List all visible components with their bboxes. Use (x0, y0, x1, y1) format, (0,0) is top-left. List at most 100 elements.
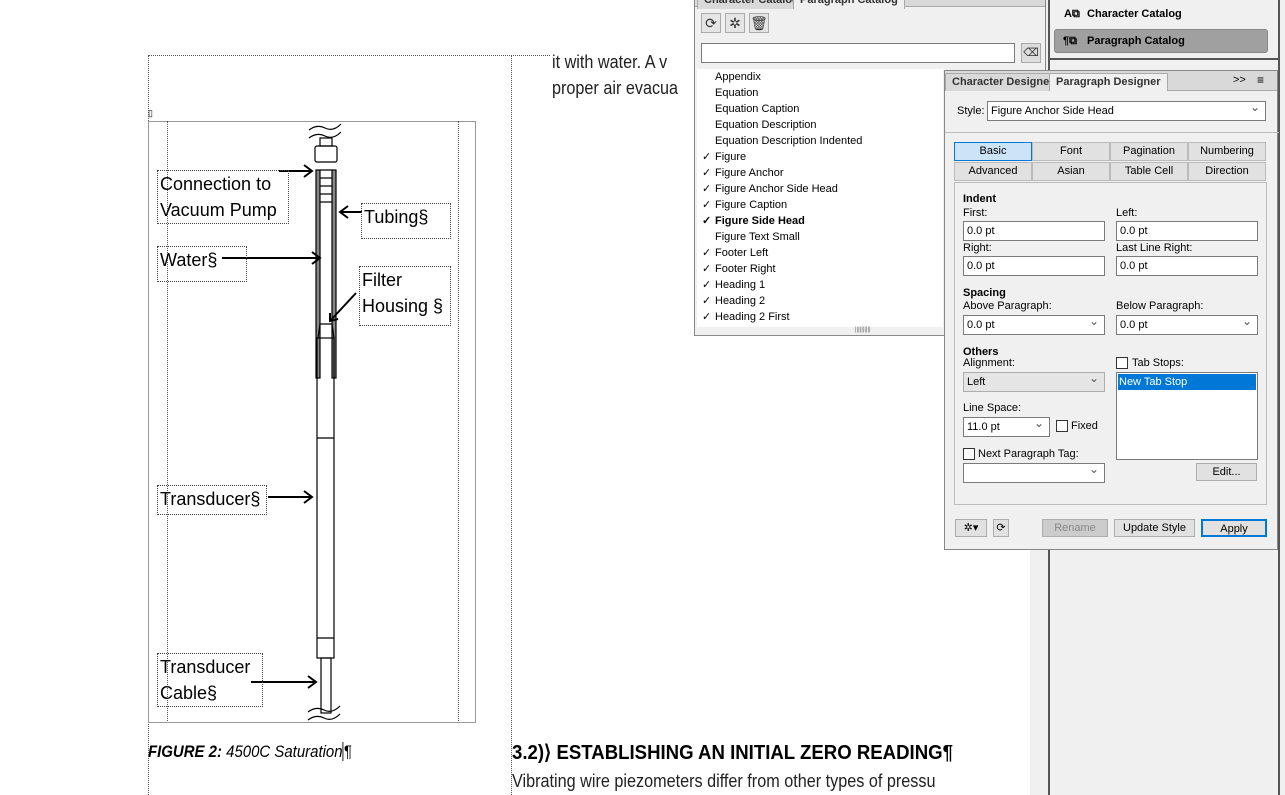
subtab-basic[interactable]: Basic (954, 142, 1032, 161)
line-space-select[interactable]: 11.0 pt (963, 416, 1050, 437)
paragraph-tag-item[interactable]: ✓Heading 2 First (697, 309, 943, 325)
next-paragraph-tag-checkbox[interactable] (963, 448, 975, 460)
edit-tab-stops-button[interactable]: Edit... (1196, 463, 1257, 481)
basic-properties-group (954, 182, 1267, 505)
check-icon: ✓ (702, 263, 712, 275)
section-heading[interactable]: 3.2)⟩ ESTABLISHING AN INITIAL ZERO READI… (512, 742, 953, 764)
section-body-text[interactable]: Vibrating wire piezometers differ from o… (512, 771, 936, 791)
paragraph-tag-item[interactable]: Figure Text Small (697, 229, 943, 245)
paragraph-tag-item[interactable]: ✓Heading 1 (697, 277, 943, 293)
paragraph-tag-item[interactable]: ✓Figure Anchor (697, 165, 943, 181)
tab-paragraph-catalog[interactable]: Paragraph Catalog (793, 0, 905, 9)
catalog-search-input[interactable] (701, 43, 1015, 63)
paragraph-tag-label: Figure Text Small (715, 231, 800, 243)
paragraph-tag-item[interactable]: Equation Caption (697, 101, 943, 117)
check-icon: ✓ (702, 311, 712, 323)
gear-icon[interactable]: ✲ (725, 13, 745, 33)
figure-label-filter-housing[interactable]: Filter Housing § (359, 266, 451, 326)
figure-label-tubing[interactable]: Tubing§ (361, 203, 451, 239)
tab-stops-list[interactable]: New Tab Stop (1116, 372, 1258, 460)
piezometer-drawing (222, 123, 362, 721)
right-indent-input[interactable]: 0.0 pt (963, 256, 1105, 276)
figure-label-connection[interactable]: Connection to Vacuum Pump (157, 170, 289, 224)
paragraph-tag-item[interactable]: ✓Footer Right (697, 261, 943, 277)
last-line-right-label: Last Line Right: (1116, 242, 1193, 254)
paragraph-tag-item[interactable]: ✓Figure Side Head (697, 213, 943, 229)
paragraph-tag-label: Footer Right (715, 263, 776, 275)
paragraph-tag-item[interactable]: Equation Description Indented (697, 133, 943, 149)
subtab-numbering[interactable]: Numbering (1188, 142, 1266, 161)
check-icon: ✓ (702, 247, 712, 259)
alignment-label: Alignment: (963, 357, 1015, 369)
figure-caption[interactable]: FIGURE 2: 4500C Saturation¶ (148, 742, 352, 762)
clear-search-icon[interactable]: ⌫ (1021, 43, 1041, 63)
paragraph-tag-label: Equation Description Indented (715, 135, 863, 147)
above-paragraph-label: Above Paragraph: (963, 300, 1052, 312)
pod-item-paragraph-catalog[interactable]: ¶⧉ Paragraph Catalog (1054, 29, 1268, 53)
body-text-line[interactable]: proper air evacua (552, 78, 679, 98)
subtab-asian[interactable]: Asian (1032, 162, 1110, 181)
subtab-advanced[interactable]: Advanced (954, 162, 1032, 181)
figure-label-water[interactable]: Water§ (157, 246, 247, 282)
tab-stop-item[interactable]: New Tab Stop (1118, 374, 1256, 390)
style-select[interactable]: Figure Anchor Side Head (987, 100, 1266, 121)
delete-icon[interactable]: 🗑 (749, 13, 769, 33)
left-indent-input[interactable]: 0.0 pt (1116, 221, 1258, 241)
paragraph-tag-item[interactable]: ✓Heading 2 (697, 293, 943, 309)
figure-frame[interactable] (148, 121, 476, 723)
tab-paragraph-designer[interactable]: Paragraph Designer (1049, 73, 1168, 91)
paragraph-tag-item[interactable]: ✓Footer Left (697, 245, 943, 261)
paragraph-tag-item[interactable]: ✓Figure (697, 149, 943, 165)
others-heading: Others (963, 346, 999, 358)
resize-grip-icon[interactable]: |||||||||| (855, 327, 871, 333)
update-style-button[interactable]: Update Style (1114, 519, 1195, 537)
rename-button[interactable]: Rename (1042, 519, 1108, 537)
paragraph-tag-label: Appendix (715, 71, 761, 83)
paragraph-tag-label: Heading 2 (715, 295, 766, 307)
check-icon: ✓ (702, 279, 712, 291)
tab-stops-label: Tab Stops: (1132, 357, 1184, 369)
panel-overflow-button[interactable]: >> (1233, 74, 1246, 86)
frame-guide (167, 121, 168, 721)
body-text-line[interactable]: it with water. A v (552, 52, 668, 72)
apply-button[interactable]: Apply (1201, 519, 1267, 537)
fixed-checkbox[interactable] (1056, 420, 1068, 432)
tab-stops-checkbox[interactable] (1116, 357, 1128, 369)
paragraph-tag-label: Equation Caption (715, 103, 800, 115)
next-paragraph-tag-select[interactable] (963, 462, 1105, 483)
next-paragraph-tag-label: Next Paragraph Tag: (978, 448, 1079, 460)
settings-menu-icon[interactable]: ✲▾ (955, 519, 987, 537)
below-paragraph-label: Below Paragraph: (1116, 300, 1204, 312)
above-paragraph-select[interactable]: 0.0 pt (963, 314, 1105, 335)
paragraph-tag-item[interactable]: ✓Figure Caption (697, 197, 943, 213)
figure-label-transducer[interactable]: Transducer§ (157, 485, 267, 515)
subtab-pagination[interactable]: Pagination (1110, 142, 1188, 161)
paragraph-tag-item[interactable]: Equation Description (697, 117, 943, 133)
paragraph-tag-item[interactable]: Appendix (697, 69, 943, 85)
right-indent-label: Right: (963, 242, 992, 254)
pod-item-label: Paragraph Catalog (1087, 35, 1185, 47)
pod-item-character-catalog[interactable]: A⧉ Character Catalog (1058, 3, 1268, 25)
below-paragraph-select[interactable]: 0.0 pt (1116, 314, 1258, 335)
first-indent-input[interactable]: 0.0 pt (963, 221, 1105, 241)
subtab-font[interactable]: Font (1032, 142, 1110, 161)
pod-item-label: Character Catalog (1087, 8, 1182, 20)
fixed-label: Fixed (1071, 420, 1098, 432)
paragraph-tag-label: Footer Left (715, 247, 769, 259)
subtab-direction[interactable]: Direction (1188, 162, 1266, 181)
last-line-right-input[interactable]: 0.0 pt (1116, 256, 1258, 276)
tab-character-designer[interactable]: Character Designer (945, 73, 1061, 91)
refresh-icon[interactable]: ⟳ (993, 519, 1009, 537)
style-label: Style: (957, 105, 985, 117)
alignment-select[interactable]: Left (963, 371, 1105, 392)
paragraph-tag-item[interactable]: ✓Figure Anchor Side Head (697, 181, 943, 197)
panel-menu-icon[interactable]: ≡ (1257, 73, 1265, 87)
refresh-icon[interactable]: ⟳ (701, 13, 721, 33)
tab-character-catalog[interactable]: Character Catalog (697, 0, 806, 9)
paragraph-tag-item[interactable]: Equation (697, 85, 943, 101)
paragraph-tag-label: Heading 1 (715, 279, 766, 291)
figure-label-cable[interactable]: Transducer Cable§ (157, 653, 263, 707)
text-frame-border (511, 55, 512, 795)
subtab-table-cell[interactable]: Table Cell (1110, 162, 1188, 181)
